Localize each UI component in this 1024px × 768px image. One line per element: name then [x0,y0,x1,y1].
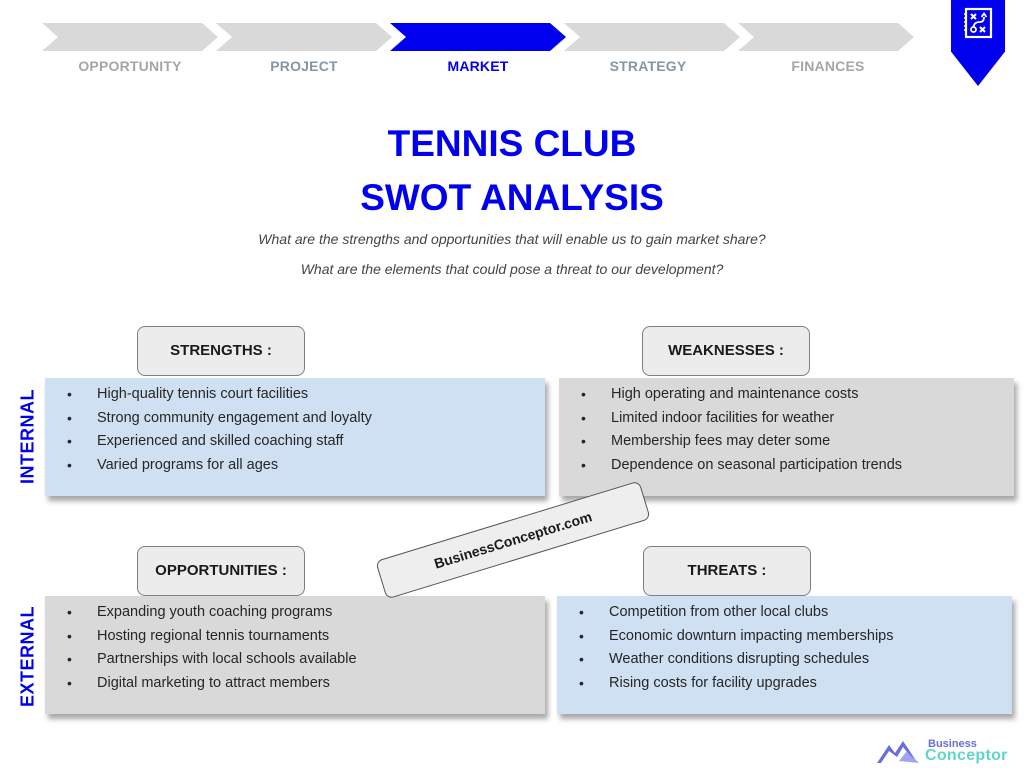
step-strategy-arrow[interactable] [564,23,740,51]
step-project-arrow[interactable] [216,23,392,51]
business-conceptor-logo: Business Conceptor [875,735,1015,765]
weaknesses-box: High operating and maintenance costs Lim… [559,378,1014,496]
title-line-1: TENNIS CLUB [387,123,637,164]
list-item: Digital marketing to attract members [67,672,545,696]
subtitle-question-1: What are the strengths and opportunities… [258,231,766,247]
strengths-heading: STRENGTHS : [137,326,305,376]
step-opportunity-arrow[interactable] [42,23,218,51]
logo-text-business: Business [928,738,977,750]
step-market-label[interactable]: MARKET [447,58,509,74]
watermark-banner: BusinessConceptor.com [375,480,651,600]
step-finances-arrow[interactable] [738,23,914,51]
list-item: Limited indoor facilities for weather [581,407,1014,431]
weaknesses-list: High operating and maintenance costs Lim… [559,378,1014,477]
title-line-2: SWOT ANALYSIS [360,177,664,218]
step-finances-label[interactable]: FINANCES [791,58,865,74]
subtitle-question-2: What are the elements that could pose a … [300,261,724,277]
list-item: Rising costs for facility upgrades [579,672,1012,696]
list-item: Hosting regional tennis tournaments [67,625,545,649]
list-item: Strong community engagement and loyalty [67,407,545,431]
list-item: Competition from other local clubs [579,601,1012,625]
list-item: Economic downturn impacting memberships [579,625,1012,649]
list-item: Dependence on seasonal participation tre… [581,454,1014,478]
mountain-logo-icon [877,741,919,763]
internal-label: INTERNAL [17,389,38,484]
step-market-arrow[interactable] [390,23,566,51]
step-opportunity-label[interactable]: OPPORTUNITY [78,58,182,74]
strengths-box: High-quality tennis court facilities Str… [45,378,545,496]
threats-list: Competition from other local clubs Econo… [557,596,1012,695]
section-bookmark [951,0,1005,86]
logo-text-conceptor: Conceptor [925,747,1008,764]
opportunities-box: Expanding youth coaching programs Hostin… [45,596,545,714]
list-item: Membership fees may deter some [581,430,1014,454]
strategy-playbook-icon [964,7,993,39]
list-item: Partnerships with local schools availabl… [67,648,545,672]
page-title: TENNIS CLUB SWOT ANALYSIS [0,117,1024,225]
progress-steps [42,23,914,51]
list-item: Weather conditions disrupting schedules [579,648,1012,672]
threats-heading: THREATS : [643,546,811,596]
threats-box: Competition from other local clubs Econo… [557,596,1012,714]
opportunities-heading: OPPORTUNITIES : [137,546,305,596]
strengths-list: High-quality tennis court facilities Str… [45,378,545,477]
step-project-label[interactable]: PROJECT [270,58,338,74]
opportunities-list: Expanding youth coaching programs Hostin… [45,596,545,695]
list-item: High operating and maintenance costs [581,383,1014,407]
list-item: Experienced and skilled coaching staff [67,430,545,454]
list-item: Expanding youth coaching programs [67,601,545,625]
list-item: Varied programs for all ages [67,454,545,478]
step-strategy-label[interactable]: STRATEGY [609,58,687,74]
external-label: EXTERNAL [17,606,38,708]
weaknesses-heading: WEAKNESSES : [642,326,810,376]
list-item: High-quality tennis court facilities [67,383,545,407]
